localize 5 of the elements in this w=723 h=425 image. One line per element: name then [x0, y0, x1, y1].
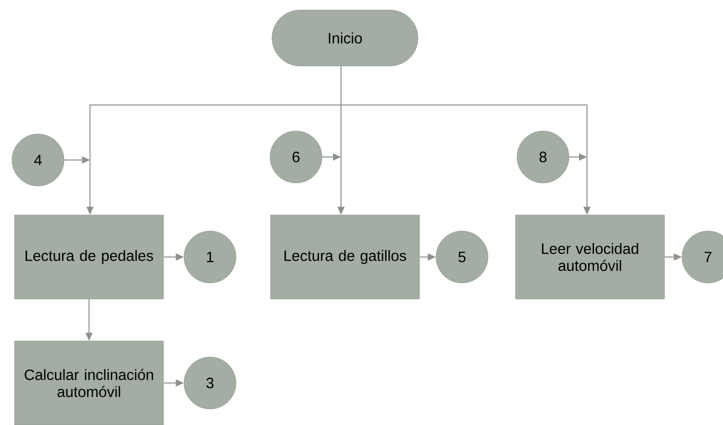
process-box: Lectura de pedales — [14, 214, 164, 300]
process-box: Lectura de gatillos — [270, 214, 420, 300]
process-box: Calcular inclinación automóvil — [14, 340, 164, 425]
start-terminator: Inicio — [272, 10, 418, 66]
process-box: Leer velocidad automóvil — [515, 214, 665, 300]
